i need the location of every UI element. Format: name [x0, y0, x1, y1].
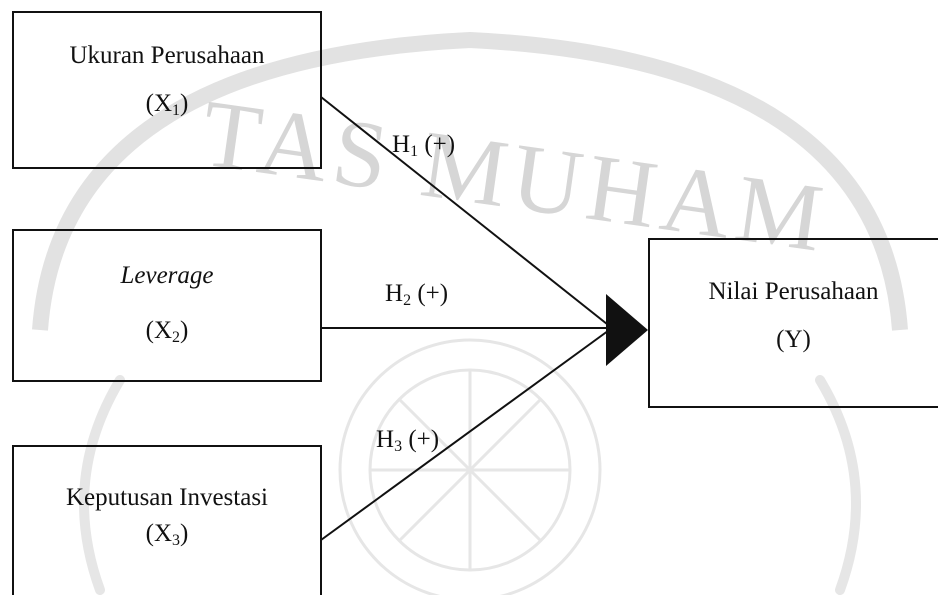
- hypothesis-label-h3: H3 (+): [376, 426, 440, 455]
- path-h1: [320, 96, 613, 329]
- variable-box-x3: Keputusan Investasi (X3): [12, 445, 322, 595]
- variable-box-y: Nilai Perusahaan (Y): [648, 238, 938, 408]
- variable-box-x1: Ukuran Perusahaan (X1): [12, 11, 322, 169]
- hypothesis-label-h1: H1 (+): [392, 131, 456, 160]
- arrowhead: [606, 294, 648, 366]
- variable-name-x1: Ukuran Perusahaan: [69, 42, 265, 69]
- variable-symbol-x1: (X1): [145, 90, 189, 119]
- variable-name-x2: Leverage: [120, 262, 214, 289]
- variable-name-y: Nilai Perusahaan: [708, 278, 879, 305]
- variable-symbol-x2: (X2): [145, 317, 189, 346]
- variable-symbol-x3: (X3): [145, 520, 189, 549]
- variable-name-x3: Keputusan Investasi: [65, 484, 269, 511]
- hypothesis-label-h2: H2 (+): [385, 280, 449, 309]
- variable-symbol-y: (Y): [776, 326, 811, 353]
- variable-box-x2: Leverage (X2): [12, 229, 322, 382]
- path-h3: [320, 327, 613, 541]
